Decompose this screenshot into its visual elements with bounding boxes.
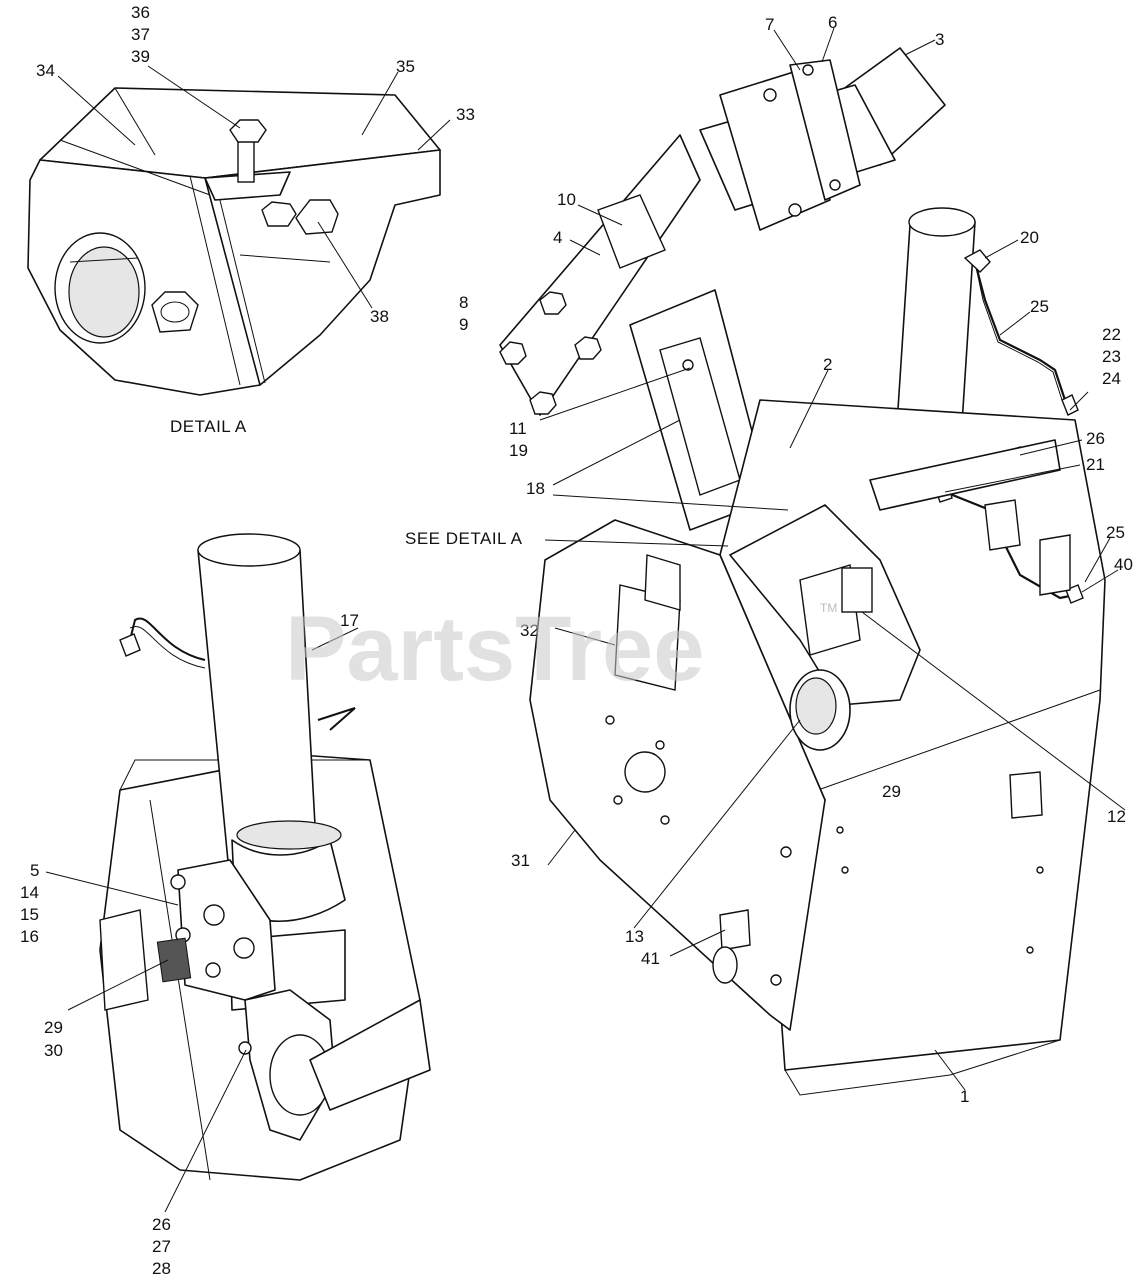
partstree-watermark: PartsTree — [285, 598, 704, 700]
callout-41: 41 — [641, 949, 660, 968]
callout-10: 10 — [557, 190, 576, 209]
callout-20: 20 — [1020, 228, 1039, 247]
main-assembly-leaders — [311, 27, 1126, 1091]
callout-4: 4 — [553, 228, 562, 247]
lower-view-leaders — [45, 871, 247, 1213]
callout-8: 8 — [459, 293, 468, 312]
detail-a-leaders — [57, 65, 451, 309]
callout-25-upper: 25 — [1030, 297, 1049, 316]
callout-6: 6 — [828, 13, 837, 32]
callout-30: 30 — [44, 1041, 63, 1060]
callout-16: 16 — [20, 927, 39, 946]
callout-29-lower: 29 — [44, 1018, 63, 1037]
callout-25-lower: 25 — [1106, 523, 1125, 542]
callout-29-main: 29 — [882, 782, 901, 801]
callout-23: 23 — [1102, 347, 1121, 366]
callout-1: 1 — [960, 1087, 969, 1106]
callout-2: 2 — [823, 355, 832, 374]
lower-view-drawing — [99, 533, 431, 1181]
callout-22: 22 — [1102, 325, 1121, 344]
see-detail-a-label: SEE DETAIL A — [405, 529, 523, 548]
callout-18: 18 — [526, 479, 545, 498]
callout-36: 36 — [131, 3, 150, 22]
callout-15: 15 — [20, 905, 39, 924]
callout-19: 19 — [509, 441, 528, 460]
callout-7: 7 — [765, 15, 774, 34]
callout-5: 5 — [30, 861, 39, 880]
callout-14: 14 — [20, 883, 39, 902]
main-assembly-drawing — [499, 47, 1106, 1096]
callout-32: 32 — [520, 621, 539, 640]
callout-27: 27 — [152, 1237, 171, 1256]
detail-a-caption: DETAIL A — [170, 417, 247, 436]
callout-12: 12 — [1107, 807, 1126, 826]
callout-35: 35 — [396, 57, 415, 76]
callout-40: 40 — [1114, 555, 1133, 574]
callout-3: 3 — [935, 30, 944, 49]
callout-33: 33 — [456, 105, 475, 124]
callout-26-main: 26 — [1086, 429, 1105, 448]
callout-17: 17 — [340, 611, 359, 630]
detail-a-drawing — [27, 87, 441, 396]
callout-28: 28 — [152, 1259, 171, 1278]
callout-21: 21 — [1086, 455, 1105, 474]
callout-24: 24 — [1102, 369, 1121, 388]
callout-9: 9 — [459, 315, 468, 334]
callout-39: 39 — [131, 47, 150, 66]
callout-11: 11 — [509, 419, 527, 438]
callout-37: 37 — [131, 25, 150, 44]
callout-31: 31 — [511, 851, 530, 870]
callout-34: 34 — [36, 61, 55, 80]
callout-38: 38 — [370, 307, 389, 326]
watermark-trademark: TM — [820, 601, 837, 615]
callout-13: 13 — [625, 927, 644, 946]
callout-26-lower: 26 — [152, 1215, 171, 1234]
